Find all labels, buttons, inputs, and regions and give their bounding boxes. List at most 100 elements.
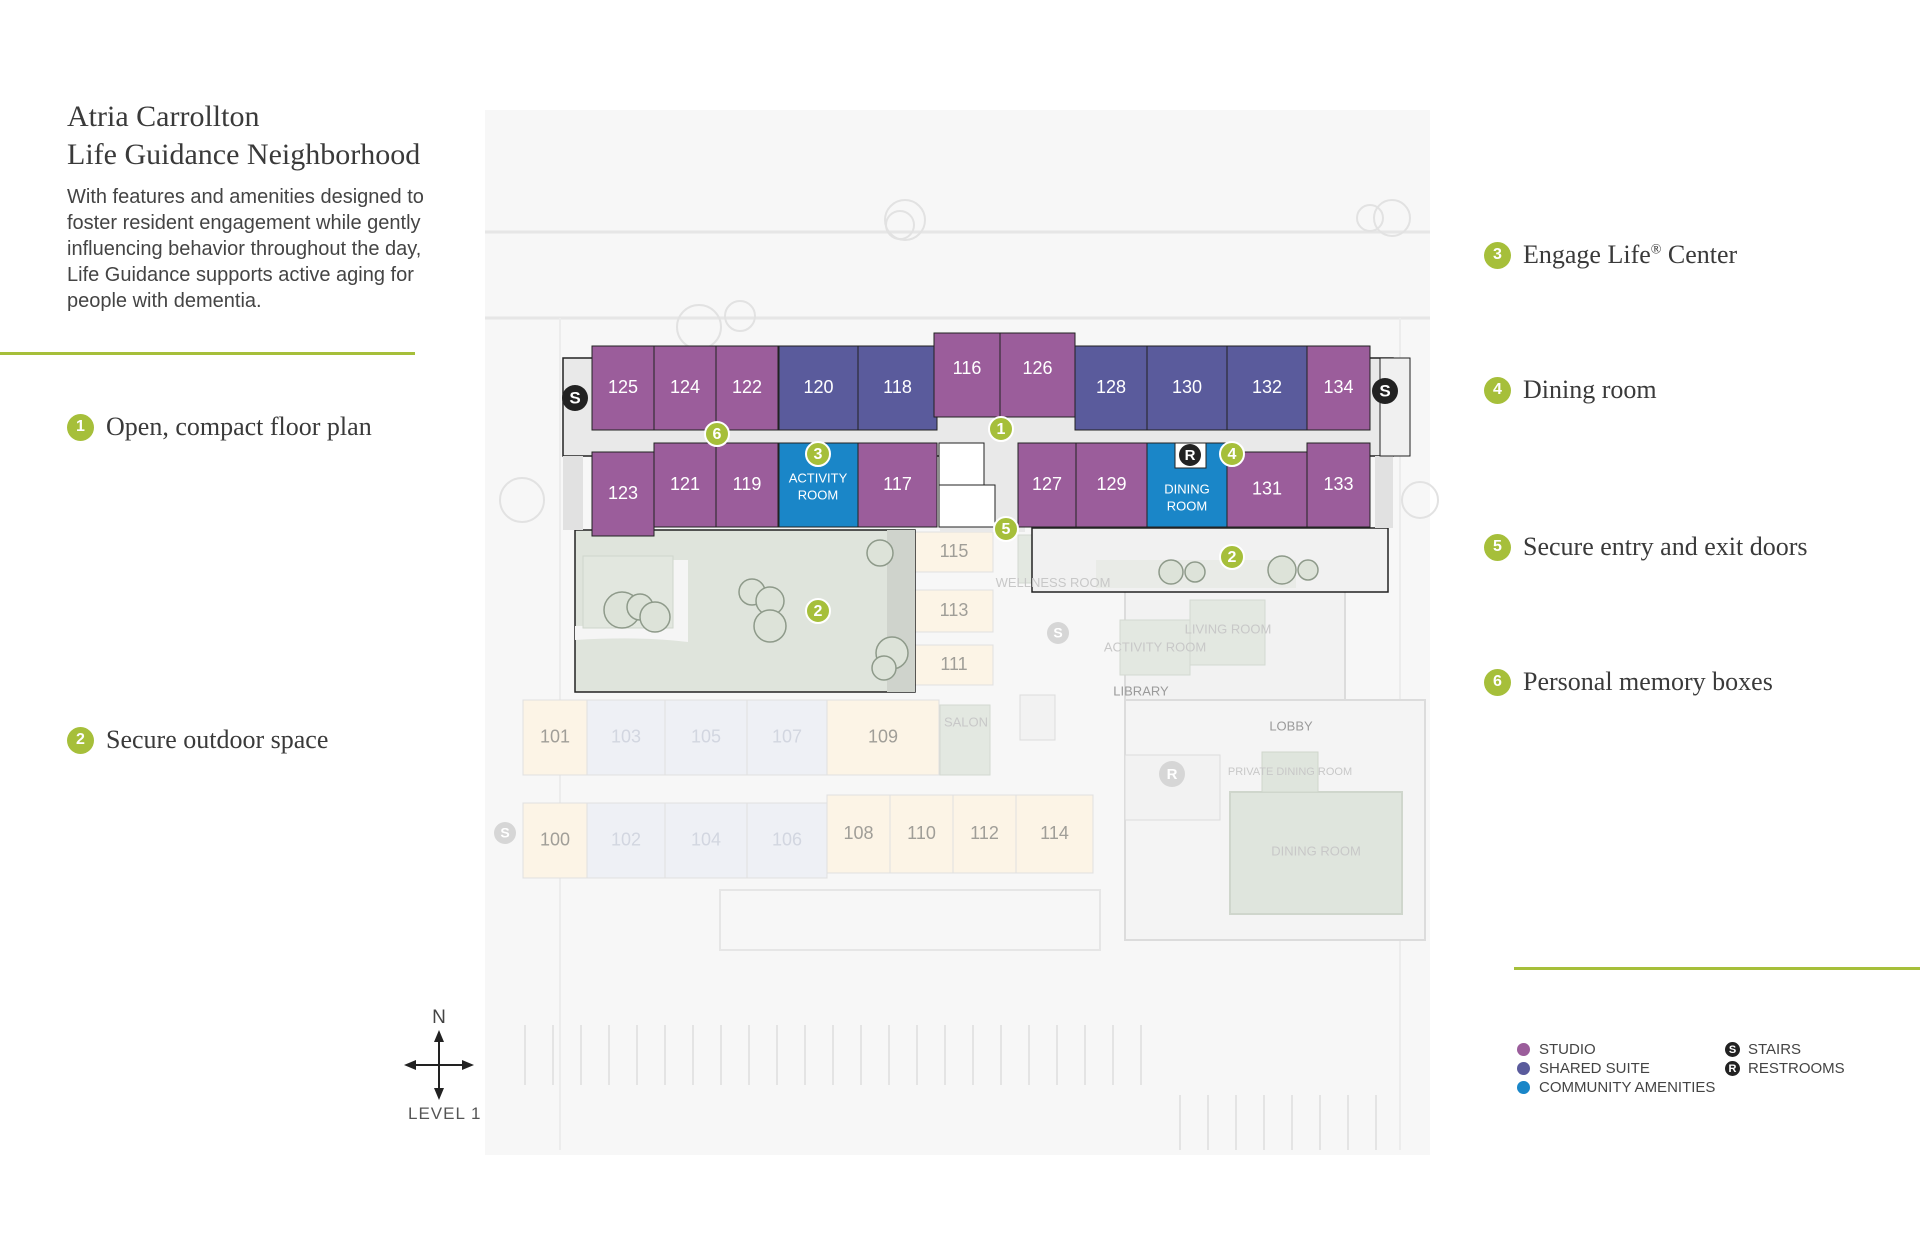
faint-restroom-icon: R	[1159, 761, 1185, 787]
unit-fill	[653, 442, 717, 528]
faint-room-101: 101	[522, 699, 588, 776]
faint-dining-room	[1229, 791, 1403, 915]
unit-fill	[1306, 345, 1371, 431]
svg-text:106: 106	[772, 829, 802, 849]
unit-fill	[715, 345, 779, 431]
unit-121[interactable]: 121	[653, 442, 717, 528]
feature-2-label: Secure outdoor space	[106, 725, 329, 754]
feature-4-badge: 4	[1484, 376, 1511, 404]
restroom-icon: R	[1174, 442, 1207, 469]
unit-123[interactable]: 123	[591, 451, 655, 537]
activity-room-label-1: ACTIVITY	[789, 470, 848, 485]
feature-1: 1 Open, compact floor plan	[67, 412, 372, 442]
unit-132[interactable]: 132	[1226, 345, 1308, 431]
faint-room-112: 112	[952, 794, 1017, 874]
unit-124[interactable]: 124	[653, 345, 717, 431]
unit-122[interactable]: 122	[715, 345, 779, 431]
legend-community-amenities: COMMUNITY AMENITIES	[1517, 1078, 1725, 1097]
svg-text:105: 105	[691, 726, 721, 746]
east-garden	[1031, 527, 1389, 593]
feature-4: 4 Dining room	[1484, 375, 1657, 405]
faint-activity-room-2	[1119, 619, 1191, 676]
service-room	[938, 442, 985, 486]
unit-116[interactable]: 116	[933, 332, 1001, 418]
faint-living-label: LIVING ROOM	[1185, 621, 1272, 636]
unit-118[interactable]: 118	[857, 345, 938, 431]
svg-text:103: 103	[611, 726, 641, 746]
unit-117[interactable]: 117	[857, 442, 938, 528]
map-marker-4: 4	[1219, 441, 1245, 467]
unit-label: 118	[883, 377, 912, 397]
unit-fill	[1074, 345, 1148, 431]
map-marker-2: 2	[805, 598, 831, 624]
faint-room-105: 105	[664, 699, 748, 776]
svg-text:6: 6	[713, 426, 722, 443]
unit-label: 123	[608, 483, 638, 503]
unit-126[interactable]: 126	[999, 332, 1076, 418]
stairs-icon: S	[1725, 1042, 1740, 1057]
unit-fill	[1306, 442, 1371, 528]
unit-fill	[591, 451, 655, 537]
shared-suite-swatch	[1517, 1062, 1530, 1075]
unit-label: 125	[608, 377, 638, 397]
library-label: LIBRARY	[1113, 683, 1169, 698]
unit-131[interactable]: 131	[1226, 451, 1308, 528]
legend-studio: STUDIO	[1517, 1040, 1725, 1059]
svg-text:S: S	[1379, 381, 1390, 400]
unit-label: 119	[733, 474, 762, 494]
unit-label: 116	[953, 358, 982, 378]
unit-128[interactable]: 128	[1074, 345, 1148, 431]
faint-room-103: 103	[586, 699, 666, 776]
unit-130[interactable]: 130	[1146, 345, 1228, 431]
stairs-icon: S	[562, 385, 588, 411]
feature-6-badge: 6	[1484, 668, 1511, 696]
svg-text:3: 3	[814, 446, 823, 463]
svg-text:5: 5	[1002, 521, 1011, 538]
site-trees	[499, 199, 1439, 523]
feature-5-label: Secure entry and exit doors	[1523, 532, 1808, 561]
unit-127[interactable]: 127	[1017, 442, 1077, 528]
unit-fill	[715, 442, 779, 528]
faint-activity-label: ACTIVITY ROOM	[1104, 639, 1206, 654]
svg-text:S: S	[500, 825, 509, 841]
unit-label: 134	[1323, 377, 1353, 397]
restroom-icon: R	[1725, 1061, 1740, 1076]
lobby-label: LOBBY	[1269, 718, 1313, 733]
faint-room-114: 114	[1015, 794, 1094, 874]
svg-text:113: 113	[940, 600, 969, 620]
unit-119[interactable]: 119	[715, 442, 779, 528]
svg-text:S: S	[1053, 625, 1062, 641]
feature-3: 3 Engage Life® Center	[1484, 240, 1737, 270]
faint-salon	[939, 704, 991, 776]
svg-text:2: 2	[814, 603, 823, 620]
lower-building	[939, 534, 1426, 941]
faint-room-100: 100	[522, 802, 588, 879]
title-line-2: Life Guidance Neighborhood	[67, 138, 421, 171]
unit-134[interactable]: 134	[1306, 345, 1371, 431]
unit-label: 127	[1032, 474, 1062, 494]
dining-room-label-2: ROOM	[1167, 498, 1207, 513]
faint-salon-label: SALON	[944, 714, 988, 729]
description: With features and amenities designed to …	[67, 186, 424, 312]
unit-120[interactable]: 120	[778, 345, 859, 431]
community-swatch	[1517, 1081, 1530, 1094]
compass: N	[404, 1007, 474, 1100]
unit-129[interactable]: 129	[1075, 442, 1148, 528]
svg-text:112: 112	[970, 823, 999, 843]
legend: STUDIO SHARED SUITE COMMUNITY AMENITIES …	[1517, 1040, 1845, 1097]
unit-133[interactable]: 133	[1306, 442, 1371, 528]
map-marker-3: 3	[805, 441, 831, 467]
page-title: Atria Carrollton Life Guidance Neighborh…	[67, 98, 420, 174]
stairs-icon: S	[1372, 378, 1398, 404]
unit-125[interactable]: 125	[591, 345, 655, 431]
svg-text:R: R	[1185, 447, 1196, 464]
compass-north-label: N	[432, 1007, 446, 1028]
svg-text:115: 115	[940, 541, 969, 561]
faint-stairs-icon: S	[1047, 622, 1069, 644]
courtyard-trees	[603, 539, 1319, 681]
svg-text:R: R	[1167, 766, 1178, 783]
unit-label: 124	[670, 377, 700, 397]
